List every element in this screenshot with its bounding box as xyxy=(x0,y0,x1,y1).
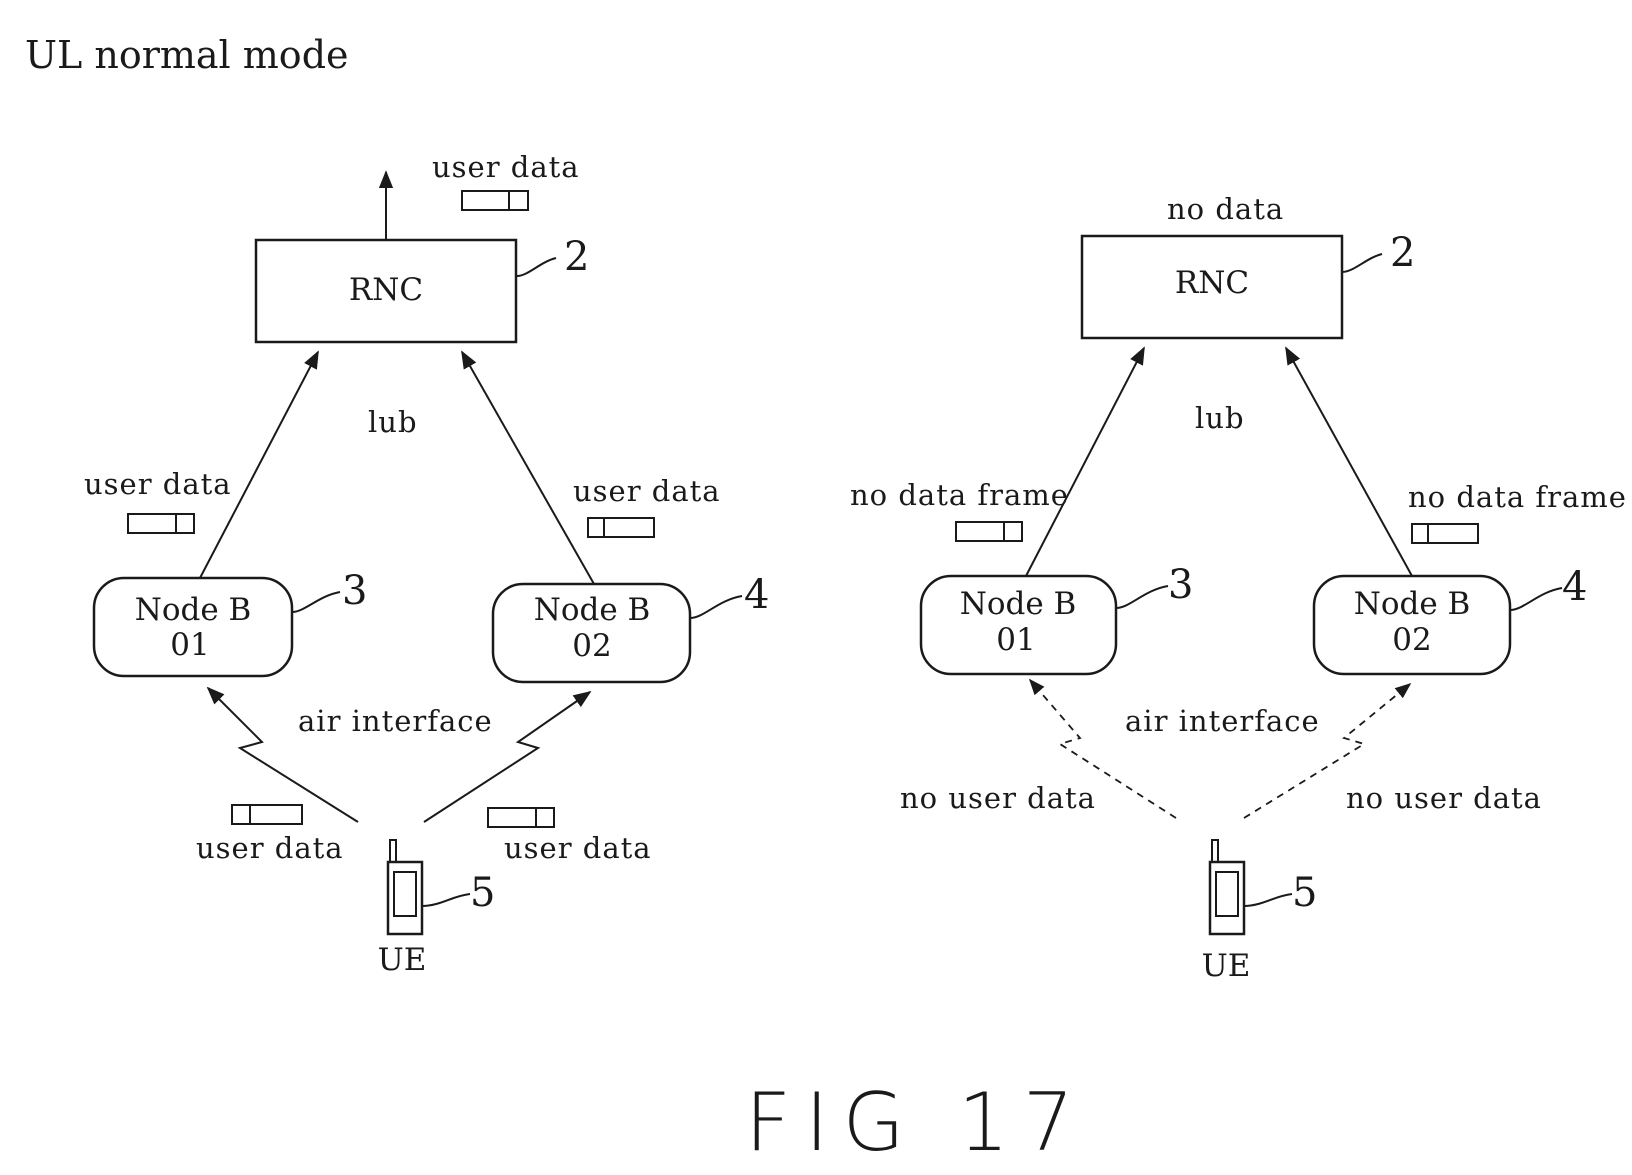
figure-label: FIG 17 xyxy=(745,1076,1088,1169)
left-ue-link1-packet-icon xyxy=(232,805,302,824)
left-nodeb2-line2: 02 xyxy=(572,628,611,664)
left-ue-link2-packet-icon xyxy=(488,808,554,827)
left-nodeb1-line2: 01 xyxy=(170,627,209,663)
left-top-label: user data xyxy=(432,150,580,184)
left-nodeb2-ref: 4 xyxy=(744,572,769,618)
right-ue-label: UE xyxy=(1202,948,1251,984)
right-nodeb1-ref: 3 xyxy=(1168,562,1193,608)
left-nodeb1-ref-leader xyxy=(292,592,340,612)
right-ue-phone-icon xyxy=(1210,840,1244,934)
left-nodeb1-line1: Node B xyxy=(135,592,252,628)
left-ue-ref: 5 xyxy=(470,870,495,916)
left-nodeb2-ref-leader xyxy=(690,596,742,618)
right-ue-link1-label: no user data xyxy=(900,781,1096,815)
left-top-packet-icon xyxy=(462,191,528,210)
left-iub-label: lub xyxy=(368,405,418,439)
right-iub-label: lub xyxy=(1195,401,1245,435)
left-ue-phone-icon xyxy=(388,840,422,934)
left-nodeb1-packet-icon xyxy=(128,514,194,533)
right-diagram: RNC 2 no data lub Node B 01 3 no data fr… xyxy=(850,192,1627,984)
right-nodeb1-packet-icon xyxy=(956,522,1022,541)
right-air-label: air interface xyxy=(1125,704,1320,738)
right-nodeb2-ref: 4 xyxy=(1562,564,1587,610)
left-ue-link2-label: user data xyxy=(504,831,652,865)
left-nodeb2-line1: Node B xyxy=(534,592,651,628)
right-nodeb1-ref-leader xyxy=(1116,586,1168,608)
left-nodeb2-packet-icon xyxy=(588,518,654,537)
left-air-label: air interface xyxy=(298,704,493,738)
left-ue-ref-leader xyxy=(422,894,470,906)
right-ue-link2-label: no user data xyxy=(1346,781,1542,815)
left-diagram: RNC 2 user data lub Node B 01 3 user dat… xyxy=(84,150,769,978)
left-nodeb1-to-rnc-arrow xyxy=(200,352,318,578)
right-top-label: no data xyxy=(1167,192,1284,226)
right-nodeb2-link-label: no data frame xyxy=(1408,480,1627,514)
right-nodeb2-packet-icon xyxy=(1412,524,1478,543)
left-ue-label: UE xyxy=(378,942,427,978)
right-nodeb1-line2: 01 xyxy=(996,622,1035,658)
left-nodeb1-ref: 3 xyxy=(342,568,367,614)
right-nodeb1-link-label: no data frame xyxy=(850,478,1069,512)
right-rnc-ref: 2 xyxy=(1390,230,1415,276)
left-nodeb2-link-label: user data xyxy=(573,474,721,508)
right-nodeb1-to-rnc-arrow xyxy=(1026,348,1144,576)
left-ue-link1-label: user data xyxy=(196,831,344,865)
left-nodeb2-to-rnc-arrow xyxy=(462,352,594,584)
right-nodeb2-line2: 02 xyxy=(1392,622,1431,658)
left-nodeb1-link-label: user data xyxy=(84,467,232,501)
right-nodeb2-to-rnc-arrow xyxy=(1286,348,1412,576)
left-rnc-ref: 2 xyxy=(564,234,589,280)
right-nodeb2-line1: Node B xyxy=(1354,586,1471,622)
right-nodeb1-line1: Node B xyxy=(960,586,1077,622)
right-ue-ref-leader xyxy=(1244,894,1292,906)
left-rnc-ref-leader xyxy=(517,258,556,276)
right-rnc-label: RNC xyxy=(1175,265,1249,301)
left-rnc-label: RNC xyxy=(349,272,423,308)
right-rnc-ref-leader xyxy=(1342,254,1382,272)
right-ue-ref: 5 xyxy=(1292,870,1317,916)
right-nodeb2-ref-leader xyxy=(1510,588,1562,610)
diagram-title: UL normal mode xyxy=(25,33,349,77)
